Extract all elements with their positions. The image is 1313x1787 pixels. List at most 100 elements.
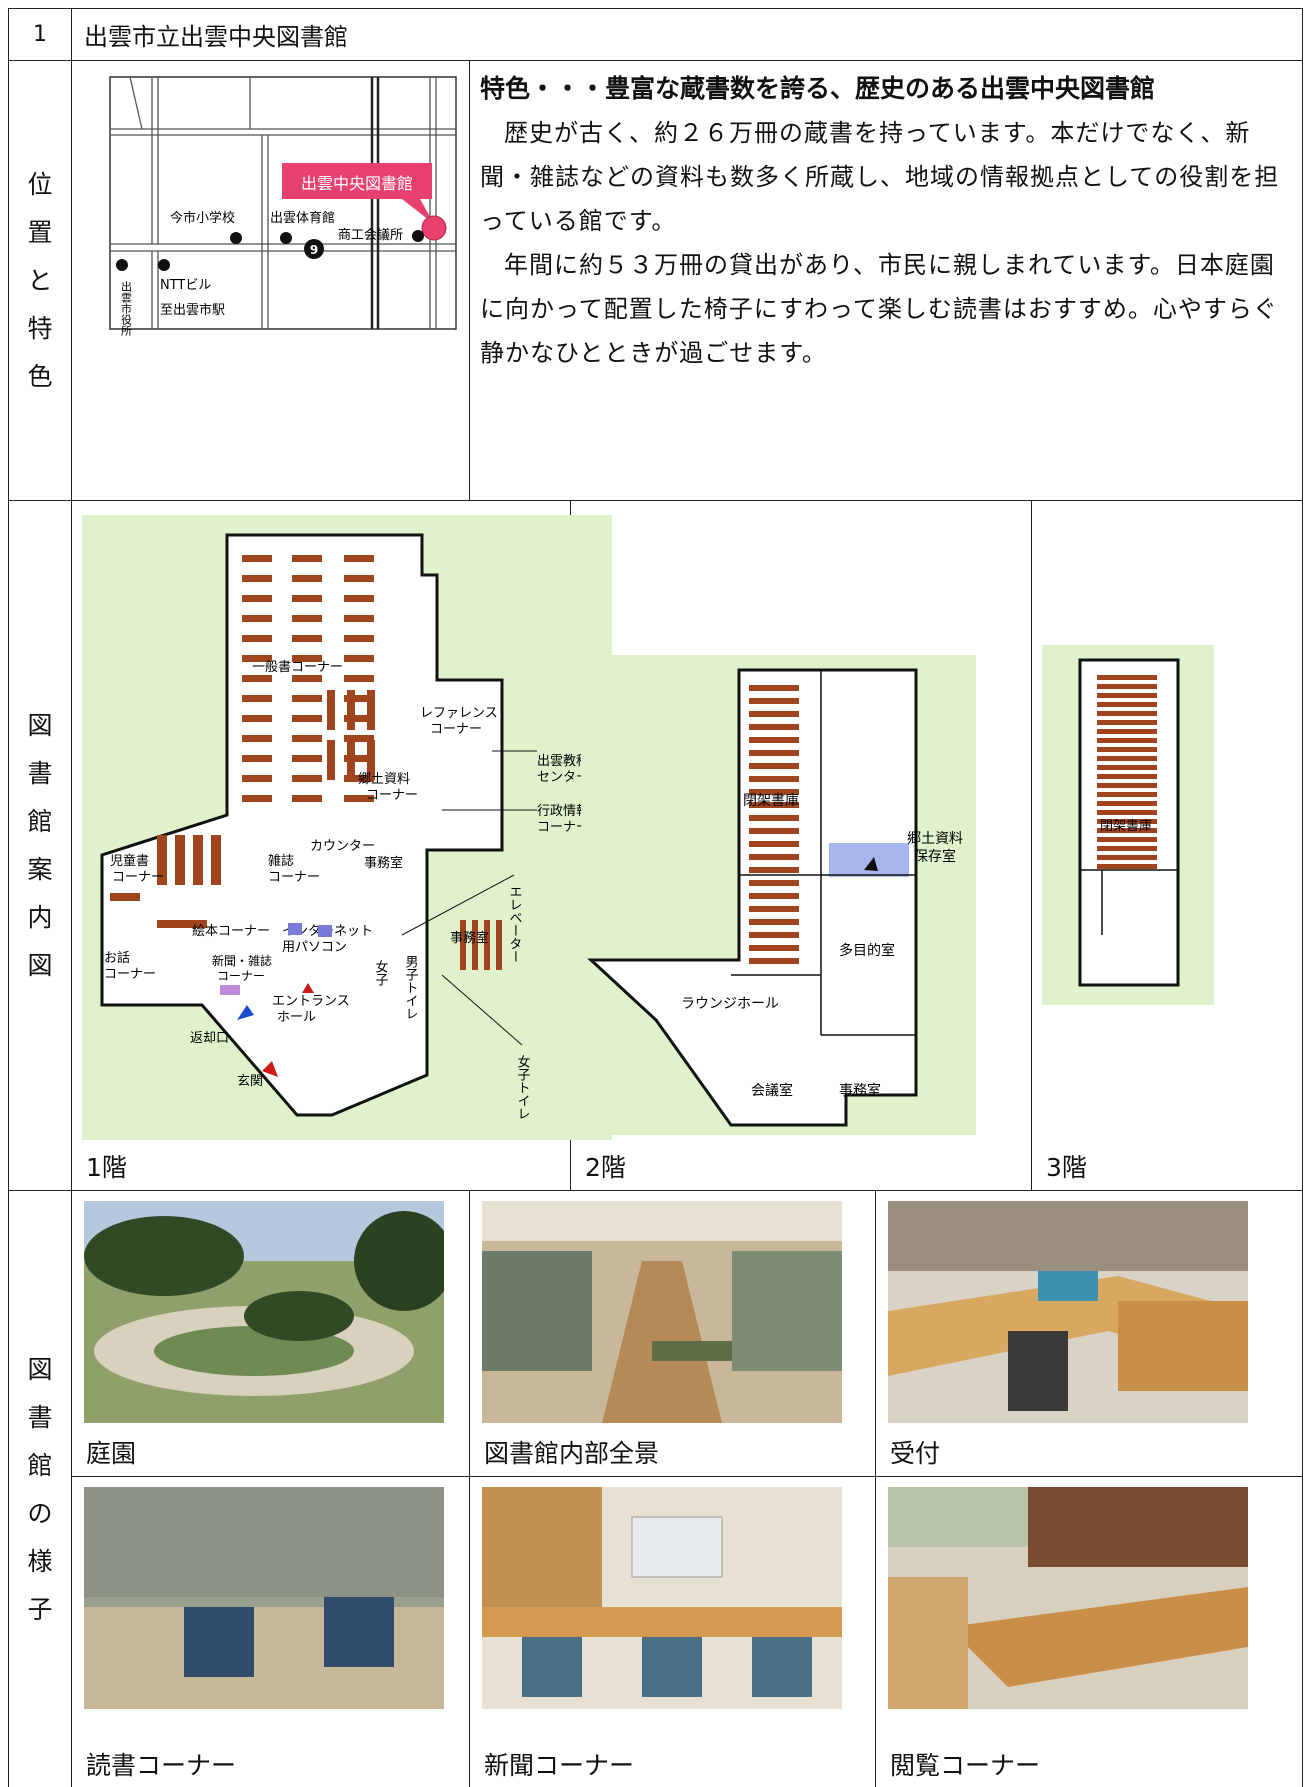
caption-interior: 図書館内部全景 xyxy=(484,1439,660,1468)
svg-text:閉架書庫: 閉架書庫 xyxy=(743,792,799,809)
svg-text:用パソコン: 用パソコン xyxy=(282,940,347,955)
shelf xyxy=(292,695,322,702)
features-paragraph-2: 年間に約５３万冊の貸出があり、市民に親しまれています。日本庭園に向かって配置した… xyxy=(480,251,1278,367)
photo-reception-cell: 受付 xyxy=(874,1190,1304,1477)
shelf xyxy=(367,740,375,780)
floor-3-cell: 閉架書庫 3階 xyxy=(1030,500,1304,1191)
shelf xyxy=(292,675,322,682)
shelf xyxy=(1097,720,1157,725)
entry-number: 1 xyxy=(8,8,72,61)
shelf xyxy=(749,932,799,938)
shelf xyxy=(1097,792,1157,797)
shelf xyxy=(292,575,322,582)
shelf xyxy=(1097,774,1157,779)
svg-text:ホール: ホール xyxy=(277,1010,316,1025)
shelf xyxy=(292,795,322,802)
shelf xyxy=(1097,738,1157,743)
shelf xyxy=(496,920,502,970)
shelf xyxy=(242,635,272,642)
svg-text:ラウンジホール: ラウンジホール xyxy=(681,996,779,1012)
location-features-label: 位 置 と 特 色 xyxy=(8,60,72,501)
shelf xyxy=(749,789,799,795)
floor-1-plan: 一般書コーナー レファレンス コーナー 出雲教科書 センター 郷土資料 コーナー… xyxy=(82,515,612,1140)
shelf xyxy=(749,958,799,964)
svg-text:新聞・雑誌: 新聞・雑誌 xyxy=(212,953,272,968)
shelf xyxy=(460,920,466,970)
shelf xyxy=(749,776,799,782)
shelf xyxy=(1097,756,1157,761)
svg-text:保存室: 保存室 xyxy=(914,848,956,865)
svg-text:コーナー: コーナー xyxy=(268,870,320,885)
caption-garden: 庭園 xyxy=(86,1439,137,1468)
shelf xyxy=(1097,702,1157,707)
svg-text:児童書: 児童書 xyxy=(110,853,149,869)
floor-3-plan: 閉架書庫 xyxy=(1042,645,1214,1005)
svg-text:9: 9 xyxy=(310,243,318,257)
features-paragraph-1: 歴史が古く、約２６万冊の蔵書を持っています。本だけでなく、新聞・雑誌などの資料も… xyxy=(480,119,1280,235)
shelf xyxy=(292,735,322,742)
shelf xyxy=(749,763,799,769)
shelf xyxy=(242,715,272,722)
shelf xyxy=(242,775,272,782)
shelf xyxy=(292,755,322,762)
shelf xyxy=(211,835,221,885)
shelf xyxy=(242,675,272,682)
svg-text:お話: お話 xyxy=(104,950,130,966)
shelf xyxy=(749,815,799,821)
shelf xyxy=(1097,819,1157,824)
caption-newspaper: 新聞コーナー xyxy=(484,1751,635,1780)
svg-text:コーナー: コーナー xyxy=(430,722,482,737)
map-station-label: 至出雲市駅 xyxy=(160,302,225,318)
reception-photo xyxy=(888,1201,1248,1423)
shelf xyxy=(1097,765,1157,770)
return-slot-icon xyxy=(237,1005,254,1020)
floor-2-label: 2階 xyxy=(585,1153,626,1182)
shelf xyxy=(749,893,799,899)
shelf xyxy=(242,555,272,562)
shelf xyxy=(1097,693,1157,698)
svg-text:カウンター: カウンター xyxy=(310,839,375,854)
shelf xyxy=(292,595,322,602)
shelf xyxy=(344,795,374,802)
map-library-label: 出雲中央図書館 xyxy=(301,174,413,193)
features-title: 特色・・・豊富な蔵書数を誇る、歴史のある出雲中央図書館 xyxy=(480,74,1156,103)
shelf xyxy=(1097,729,1157,734)
shelf xyxy=(292,615,322,622)
floor-3-label: 3階 xyxy=(1046,1153,1087,1182)
shelf xyxy=(157,920,207,928)
svg-text:レファレンス: レファレンス xyxy=(420,706,498,721)
shelf xyxy=(749,724,799,730)
shelf xyxy=(749,919,799,925)
photo-newspaper-cell: 新聞コーナー xyxy=(469,1476,876,1787)
shelf xyxy=(1097,837,1157,842)
shelf xyxy=(749,867,799,873)
svg-text:返却口: 返却口 xyxy=(190,1031,229,1046)
svg-text:コーナー: コーナー xyxy=(112,870,164,885)
svg-text:郷土資料: 郷土資料 xyxy=(907,831,963,847)
shelf xyxy=(242,755,272,762)
map-chamber-label: 商工会議所 xyxy=(338,228,403,243)
floor-2-cell: 閉架書庫 郷土資料 保存室 多目的室 ラウンジホール 会議室 事務室 2階 xyxy=(570,500,1032,1191)
shelf xyxy=(1097,783,1157,788)
reading-corner-photo xyxy=(84,1487,444,1709)
shelf xyxy=(347,740,355,780)
svg-text:雑誌: 雑誌 xyxy=(268,853,294,869)
shelf xyxy=(1097,828,1157,833)
shelf xyxy=(749,854,799,860)
location-map: 出雲中央図書館 今市小学校 出雲体育館 商工会議所 9 NTTビル 至出雲市駅 … xyxy=(109,76,457,337)
shelf xyxy=(484,920,490,970)
library-info-table: 1 出雲市立出雲中央図書館 位 置 と 特 色 出雲中央図書館 今市小学校 出雲… xyxy=(8,8,1304,1787)
shelf xyxy=(157,835,167,885)
shelf xyxy=(242,575,272,582)
shelf xyxy=(1097,801,1157,806)
map-cityhall-label: 出雲市役所 xyxy=(120,280,133,337)
shelf xyxy=(1097,855,1157,860)
photo-garden-cell: 庭園 xyxy=(71,1190,470,1477)
svg-text:郷土資料: 郷土資料 xyxy=(358,772,410,787)
shelf xyxy=(1097,846,1157,851)
svg-text:コーナー: コーナー xyxy=(366,788,418,803)
svg-text:女子: 女子 xyxy=(373,959,389,986)
map-gym-label: 出雲体育館 xyxy=(270,210,335,226)
map-school-label: 今市小学校 xyxy=(170,210,235,226)
